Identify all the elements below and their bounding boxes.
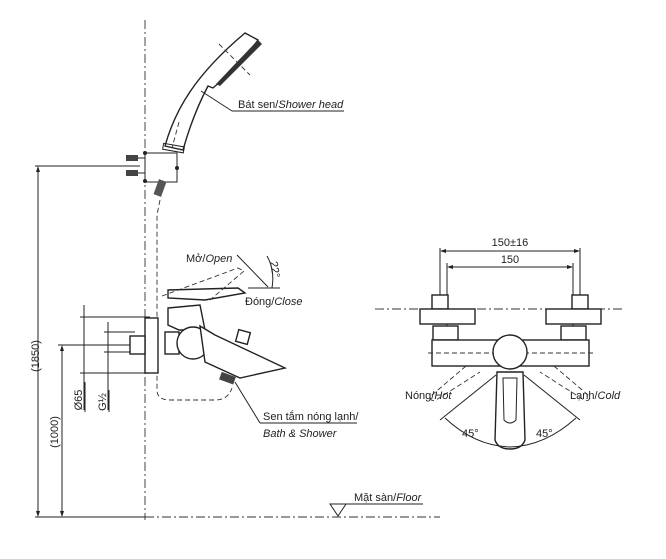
bath-shower-label-en: Bath & Shower: [263, 428, 338, 440]
bath-shower-label-vi: Sen tắm nóng lạnh/: [263, 410, 359, 423]
arrow-icon: [36, 166, 40, 172]
arrow-icon: [60, 345, 64, 351]
arrow-icon: [567, 265, 573, 269]
angle-arc: [266, 255, 274, 289]
shower-head: [162, 32, 262, 154]
angle-cold-label: 45°: [536, 428, 553, 440]
arrow-icon: [36, 511, 40, 517]
arrow-icon: [574, 249, 580, 253]
dim-150-label: 150: [501, 254, 519, 266]
open-label: Mở/Open: [186, 253, 232, 265]
dim-1000-label: (1000): [49, 416, 61, 448]
leader-line: [234, 381, 261, 424]
floor-marker-icon: [329, 503, 347, 517]
cold-label: Lạnh/Cold: [570, 390, 621, 402]
angle-arc: [444, 417, 577, 448]
hot-label: Nóng/Hot: [405, 390, 452, 402]
shower-head-label: Bát sen/Shower head: [238, 99, 344, 111]
angle-line: [523, 374, 581, 421]
mixer-side-view: [129, 267, 288, 385]
mixer-front-view: [419, 294, 602, 450]
arrow-icon: [447, 265, 453, 269]
angle-22-label: 22°: [267, 260, 282, 278]
dim-150-16-label: 150±16: [492, 237, 529, 249]
leader-line: [200, 90, 233, 112]
dim-g12-label: G½: [97, 393, 109, 411]
dim-1850-label: (1850): [30, 340, 42, 372]
arrow-icon: [60, 511, 64, 517]
angle-line: [236, 254, 269, 288]
floor-label: Mặt sàn/Floor: [354, 492, 423, 504]
angle-line: [439, 374, 497, 421]
dim-d65-label: Ø65: [73, 390, 85, 411]
close-label: Đóng/Close: [245, 296, 302, 308]
wall-bracket: [126, 151, 179, 197]
hose-path: [156, 199, 233, 401]
arrow-icon: [440, 249, 446, 253]
angle-hot-label: 45°: [462, 428, 479, 440]
